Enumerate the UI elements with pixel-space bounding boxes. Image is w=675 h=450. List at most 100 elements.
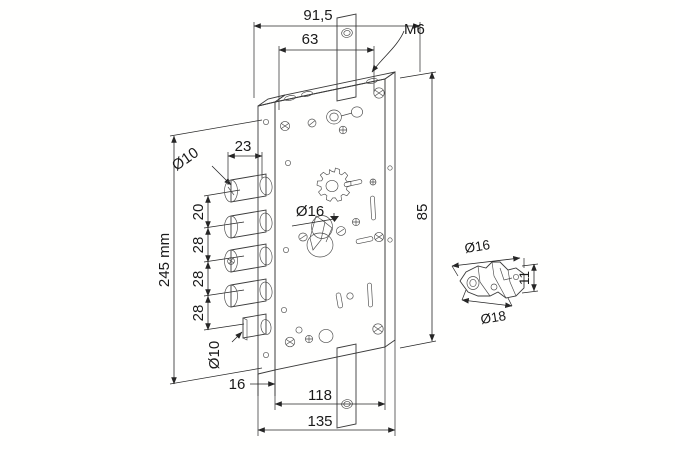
dim-label-cylinder-bore: Ø16 bbox=[296, 203, 324, 220]
cam-upper-circle bbox=[311, 215, 333, 239]
top-tab-hole-inner bbox=[343, 30, 351, 36]
cam-detail-lines bbox=[321, 219, 333, 243]
slot-mid bbox=[355, 236, 374, 244]
small-hole-a bbox=[307, 118, 317, 128]
slot-lower bbox=[335, 292, 343, 309]
latch-bolt-body bbox=[242, 313, 267, 339]
slot-upper bbox=[343, 179, 363, 187]
cam-side-hole-left bbox=[298, 232, 308, 242]
hole-connector bbox=[340, 112, 353, 117]
screw-bottom-left-cross bbox=[285, 339, 295, 345]
slot-vertical-lower bbox=[367, 282, 373, 308]
deadbolt-3-end-cross bbox=[227, 257, 235, 265]
ext-line-85-top bbox=[399, 71, 437, 79]
large-hole-b bbox=[326, 109, 342, 125]
drive-gear bbox=[316, 167, 352, 202]
deadbolt-1-end bbox=[224, 179, 238, 203]
dim-label-overall-height: 245 mm bbox=[156, 233, 173, 287]
ext-line-det16-a bbox=[451, 265, 459, 277]
leader-bolt-dia-bottom bbox=[231, 331, 243, 343]
hole-bottom-a bbox=[295, 326, 303, 334]
faceplate-face bbox=[257, 101, 276, 375]
top-mounting-tab bbox=[336, 13, 357, 102]
detail-part-bore-inner bbox=[469, 279, 477, 287]
dim-arrow-dia16 bbox=[330, 216, 339, 222]
latch-bolt bbox=[242, 313, 267, 341]
deadbolt-2-end bbox=[224, 215, 238, 239]
dim-label-overall-depth: 135 bbox=[307, 413, 332, 430]
faceplate bbox=[257, 94, 286, 375]
screw-mid-right bbox=[374, 232, 384, 242]
deadbolt-4 bbox=[224, 278, 267, 308]
ext-line-sp3-bot bbox=[203, 289, 245, 297]
ext-line-det18-a bbox=[461, 289, 467, 301]
detail-part-pin-hole bbox=[490, 283, 498, 291]
dim-label-detail-dia-bottom: Ø18 bbox=[480, 308, 508, 327]
ext-line-det11-bot bbox=[521, 290, 539, 294]
top-face-hole-1 bbox=[284, 95, 296, 101]
top-dimension-group: 91,5 63 M6 bbox=[253, 7, 425, 110]
deadbolt-3-end bbox=[224, 249, 238, 273]
ext-line-det18-b bbox=[507, 297, 513, 307]
dim-label-overall-width: 91,5 bbox=[303, 7, 332, 24]
faceplate-hole-4 bbox=[259, 281, 273, 301]
pin-hole-upper-cross bbox=[370, 179, 376, 185]
detail-part-notch bbox=[499, 267, 513, 281]
cam-detail-part: Ø16 11 Ø18 bbox=[451, 237, 539, 327]
detail-part-bore bbox=[466, 276, 480, 290]
ext-line-sp2-bot bbox=[203, 255, 245, 263]
side-rivet-2 bbox=[387, 237, 393, 243]
screw-top-right-cross bbox=[374, 89, 384, 97]
hole-bottom-large bbox=[318, 329, 334, 343]
top-tab-hole bbox=[341, 28, 353, 38]
deadbolt-4-body bbox=[230, 278, 267, 308]
dim-label-spacing-1: 20 bbox=[190, 204, 207, 221]
deadbolt-1 bbox=[224, 173, 267, 203]
dim-label-detail-dia-top: Ø16 bbox=[464, 237, 492, 256]
detail-part-side-hole bbox=[513, 274, 519, 280]
top-face-hole-2 bbox=[301, 91, 313, 97]
pin-hole-mid-cross bbox=[352, 218, 360, 226]
dim-label-body-depth: 118 bbox=[308, 387, 332, 404]
side-rivet-1 bbox=[387, 165, 393, 171]
dim-line-det18 bbox=[461, 298, 513, 308]
ext-line-245-bottom bbox=[169, 367, 263, 385]
dim-label-first-offset: 23 bbox=[235, 138, 252, 155]
cam-side-hole-right-slot bbox=[337, 228, 345, 234]
screw-mid-right-cross bbox=[375, 234, 383, 240]
dim-line-dia16 bbox=[291, 218, 335, 227]
dim-label-faceplate-thickness: 16 bbox=[229, 376, 246, 393]
rivet-b bbox=[283, 247, 289, 253]
latch-bolt-bevel bbox=[242, 317, 248, 341]
deadbolt-4-end bbox=[224, 284, 238, 308]
screw-bottom-right bbox=[372, 323, 384, 335]
hole-c bbox=[351, 106, 363, 118]
faceplate-screw-top bbox=[263, 119, 269, 125]
deadbolt-3-end-screw bbox=[227, 257, 235, 265]
front-face-features bbox=[280, 87, 385, 348]
screw-top-right bbox=[373, 87, 385, 99]
faceplate-hole-1 bbox=[259, 176, 273, 196]
center-dimension-group: Ø16 bbox=[291, 203, 339, 227]
bolt-group bbox=[224, 173, 267, 341]
leader-m6 bbox=[371, 30, 405, 73]
dim-line-det16 bbox=[451, 256, 521, 268]
hole-bottom-b-cross bbox=[305, 335, 313, 343]
dim-label-m6: M6 bbox=[404, 21, 425, 38]
dim-label-spacing-2: 28 bbox=[190, 237, 207, 254]
bottom-dimension-group: 16 118 135 bbox=[229, 340, 396, 436]
ext-line-det11-top bbox=[521, 263, 539, 267]
top-tab-face bbox=[336, 13, 357, 102]
small-hole-d-cross bbox=[339, 126, 347, 134]
ext-line-sp1-top bbox=[203, 189, 241, 197]
top-face-hole-m6 bbox=[366, 78, 378, 84]
cam-cylinder bbox=[298, 215, 346, 258]
faceplate-hole-5 bbox=[260, 319, 272, 335]
screw-bottom-left bbox=[284, 336, 296, 348]
ext-line-sp4-bot bbox=[203, 323, 245, 331]
cam-side-hole-right bbox=[336, 226, 346, 236]
rivet-a bbox=[285, 160, 291, 166]
gear-bore bbox=[325, 180, 339, 192]
dim-label-inner-width: 63 bbox=[302, 31, 319, 48]
lock-case-right-side bbox=[384, 71, 396, 348]
